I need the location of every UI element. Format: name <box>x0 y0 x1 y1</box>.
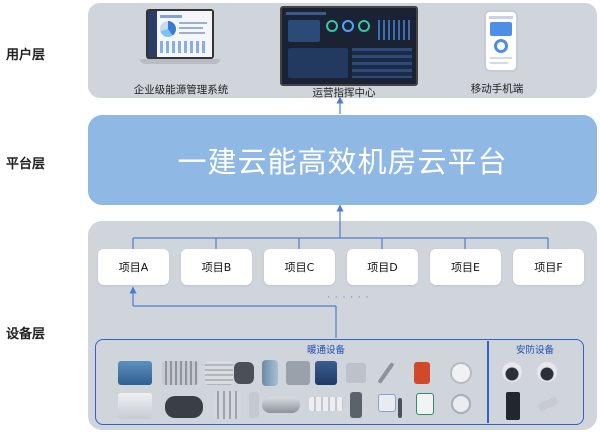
mobile-caption: 移动手机端 <box>470 83 524 95</box>
project-box-b: 项目B <box>181 249 252 285</box>
equipment-group-panel <box>95 339 584 425</box>
meter-icon <box>378 394 396 412</box>
enterprise-system-caption: 企业级能源管理系统 <box>133 84 229 96</box>
energy-meter-icon <box>416 393 434 415</box>
chiller-icon <box>118 361 152 385</box>
platform-title: 一建云能高效机房云平台 <box>177 145 508 179</box>
pump-icon <box>234 362 254 384</box>
transmitter-icon <box>350 392 362 418</box>
project-box-e: 项目E <box>430 249 501 285</box>
control-panel-icon <box>315 361 337 385</box>
user-layer-label: 用户层 <box>6 48 46 63</box>
air-handler-icon <box>205 361 233 385</box>
command-center-caption: 运营指挥中心 <box>312 87 376 99</box>
platform-layer-panel: 一建云能高效机房云平台 <box>88 115 597 205</box>
cooling-tower-icon <box>162 361 198 385</box>
access-control-icon <box>506 392 520 420</box>
ellipsis: · · · · · · <box>327 293 370 303</box>
motor-icon <box>165 396 203 418</box>
monitor-icon <box>280 6 418 86</box>
project-box-d: 项目D <box>347 249 418 285</box>
actuator-icon <box>414 362 430 384</box>
antenna-icon <box>398 398 402 418</box>
laptop-icon <box>140 9 220 69</box>
security-group-title: 安防设备 <box>515 345 555 356</box>
breaker-icon <box>309 397 343 411</box>
camera-icon <box>502 362 522 382</box>
project-box-c: 项目C <box>264 249 335 285</box>
heat-exchanger-icon <box>262 397 300 413</box>
project-box-f: 项目F <box>513 249 584 285</box>
pipe-icon <box>249 392 259 418</box>
phone-icon <box>484 10 518 72</box>
tank-icon <box>262 360 278 386</box>
group-divider <box>487 341 489 423</box>
dome-camera-icon <box>537 362 557 382</box>
device-layer-label: 设备层 <box>6 327 46 342</box>
project-box-a: 项目A <box>98 249 169 285</box>
filter-rack-icon <box>213 391 241 419</box>
valve-icon <box>346 363 366 383</box>
fan-icon <box>450 362 472 384</box>
hvac-group-title: 暖通设备 <box>306 345 346 356</box>
cabinet-icon <box>286 361 310 385</box>
blower-icon <box>451 394 471 414</box>
unit-icon <box>118 393 152 419</box>
platform-layer-label: 平台层 <box>6 157 46 172</box>
